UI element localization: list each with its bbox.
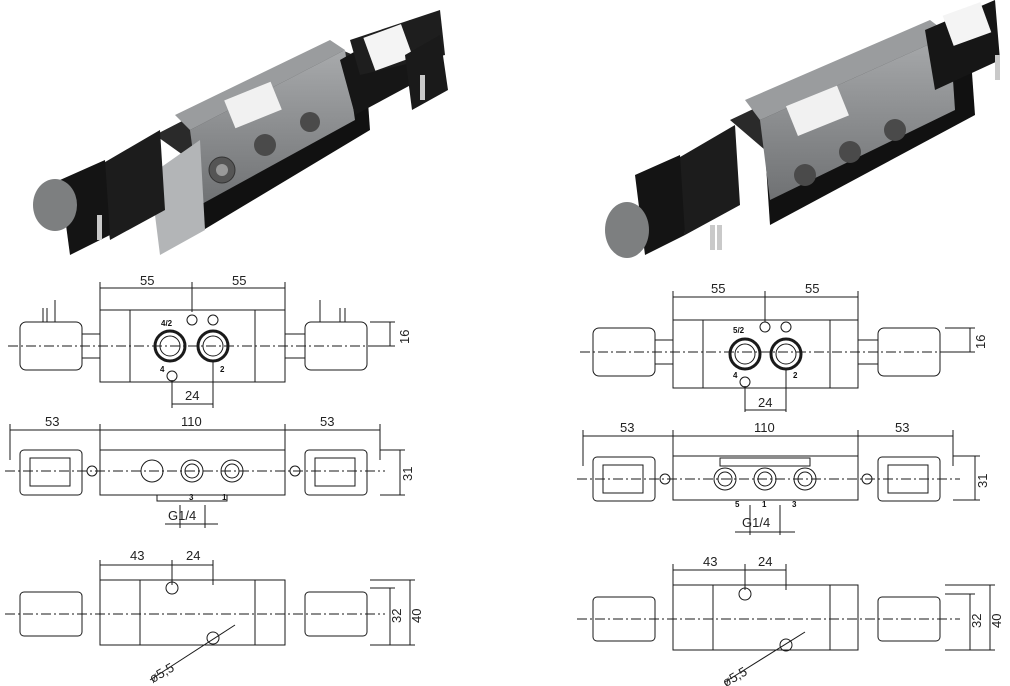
- dim-31: 31: [400, 467, 415, 481]
- bottom-view: [577, 564, 995, 683]
- dim-diameter: ø5,5: [147, 660, 177, 686]
- dim-55-right: 55: [805, 281, 819, 296]
- dim-16: 16: [397, 330, 412, 344]
- port-4: 4: [160, 365, 165, 374]
- top-view: [580, 291, 975, 412]
- top-view-labels: 55 55 4/2 4 2 24 16: [140, 273, 412, 403]
- dim-110: 110: [754, 420, 775, 435]
- port-2: 2: [220, 365, 225, 374]
- dim-53-right: 53: [895, 420, 909, 435]
- dim-53-left: 53: [45, 414, 59, 429]
- dim-110: 110: [181, 414, 202, 429]
- dim-16: 16: [973, 335, 988, 349]
- port-5: 5: [735, 500, 740, 509]
- dim-43: 43: [703, 554, 717, 569]
- port-1: 1: [762, 500, 767, 509]
- port-3: 3: [792, 500, 797, 509]
- dim-40: 40: [409, 609, 424, 623]
- dim-32: 32: [389, 609, 404, 623]
- front-view: [5, 424, 405, 528]
- dim-55-left: 55: [140, 273, 154, 288]
- valve-render: [605, 0, 1000, 258]
- dim-43: 43: [130, 548, 144, 563]
- port-3: 3: [189, 493, 194, 502]
- dim-55-left: 55: [711, 281, 725, 296]
- top-view-labels: 55 55 5/2 4 2 24 16: [711, 281, 988, 410]
- top-view: [8, 282, 395, 408]
- dim-31: 31: [975, 474, 990, 488]
- port-4: 4: [733, 371, 738, 380]
- thread-g1-4: G1/4: [168, 508, 196, 523]
- bottom-view: [5, 560, 415, 681]
- panel-4-2-valve: 55 55 4/2 4 2 24 16 53 110 53 3: [5, 10, 448, 686]
- port-label-5-2: 5/2: [733, 326, 745, 335]
- dim-55-right: 55: [232, 273, 246, 288]
- dim-40: 40: [989, 614, 1004, 628]
- drawing-5-2: 55 55 5/2 4 2 24 16 53 110 53 5: [577, 0, 1004, 686]
- dim-24-bottom: 24: [186, 548, 200, 563]
- bottom-view-labels: 43 24 ø5,5 32 40: [130, 548, 424, 686]
- dim-24: 24: [758, 395, 772, 410]
- port-2: 2: [793, 371, 798, 380]
- front-view-labels: 53 110 53 3 1 G1/4 31: [45, 414, 415, 523]
- bottom-view-labels: 43 24 ø5,5 32 40: [703, 554, 1004, 686]
- panel-5-2-valve: 55 55 5/2 4 2 24 16 53 110 53 5: [505, 0, 1010, 686]
- dim-32: 32: [969, 614, 984, 628]
- port-label-4-2: 4/2: [161, 319, 173, 328]
- drawing-4-2: 55 55 4/2 4 2 24 16 53 110 53 3: [5, 10, 448, 686]
- dim-24: 24: [185, 388, 199, 403]
- dim-53-left: 53: [620, 420, 634, 435]
- front-view-labels: 53 110 53 5 1 3 G1/4 31: [620, 420, 990, 530]
- valve-render: [33, 10, 448, 255]
- port-1: 1: [222, 493, 227, 502]
- thread-g1-4: G1/4: [742, 515, 770, 530]
- dim-53-right: 53: [320, 414, 334, 429]
- dim-diameter: ø5,5: [720, 664, 750, 686]
- front-view: [577, 430, 980, 535]
- dim-24-bottom: 24: [758, 554, 772, 569]
